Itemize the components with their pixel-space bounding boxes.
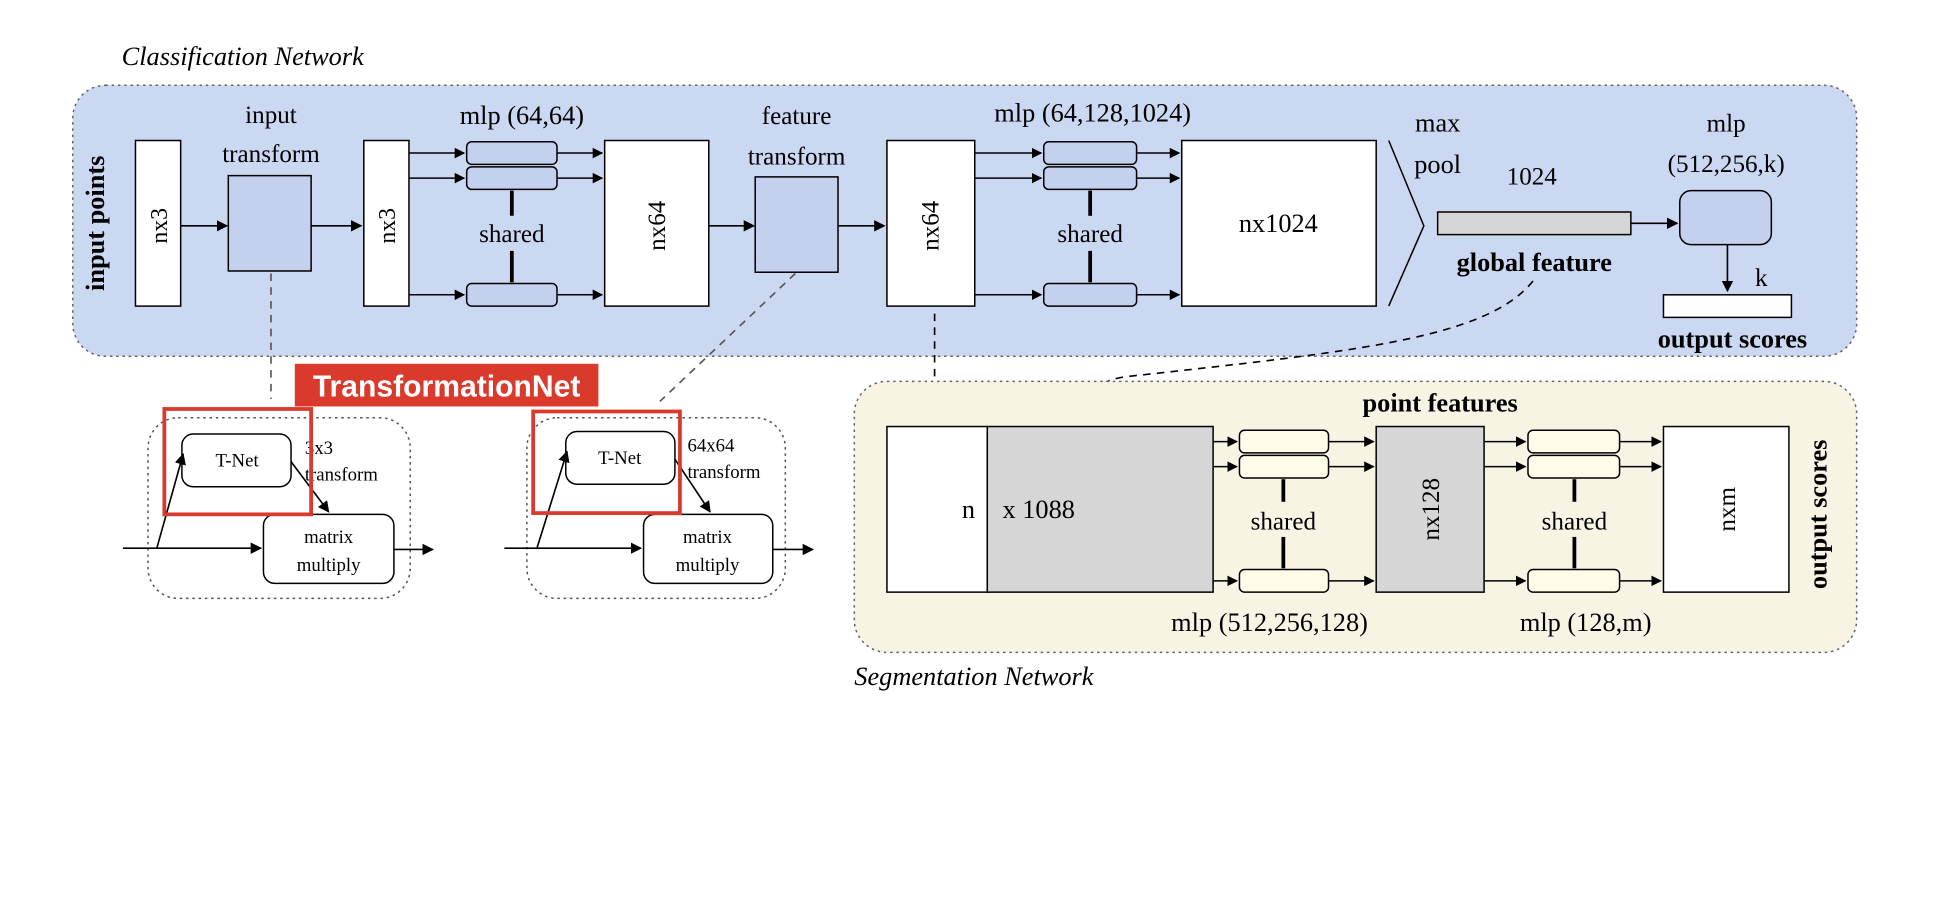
seg-mlp-a-label: mlp (512,256,128) [1171, 608, 1368, 637]
nxm-label: nxm [1714, 487, 1741, 532]
nx128-label: nx128 [1418, 478, 1445, 541]
link-global-feature [1080, 280, 1534, 411]
point-features-label: point features [1363, 388, 1518, 417]
n-box [886, 425, 989, 593]
mlp2-unit-3 [1042, 282, 1138, 307]
output-scores-vector [1662, 294, 1793, 319]
global-feature-label: global feature [1457, 248, 1612, 277]
output-scores-label: output scores [1658, 324, 1807, 353]
mlp1-unit-1 [465, 141, 558, 166]
seg-mlp1-unit-2 [1238, 454, 1330, 479]
transformationnet-label: TransformationNet [313, 370, 581, 403]
mlp3-box [1679, 189, 1773, 246]
tnet-left-transform-1: 3x3 [305, 438, 333, 459]
seg-mlp1-unit-1 [1238, 429, 1330, 454]
mlp3-label-1: mlp [1707, 111, 1746, 138]
feature-transform-box [754, 176, 839, 273]
tnet-right-transform-1: 64x64 [687, 436, 735, 457]
nx1024-label: nx1024 [1239, 209, 1318, 238]
seg-mlp-b-label: mlp (128,m) [1520, 608, 1652, 637]
input-nx3-box [134, 139, 182, 307]
tnet-right-branch-arrow [536, 450, 570, 549]
transformationnet-callout [294, 363, 599, 407]
tnet-left-panel [147, 416, 411, 600]
seg-mlp2-unit-1 [1527, 429, 1621, 454]
mlp3-label-2: (512,256,k) [1668, 151, 1785, 178]
n-label: n [962, 495, 975, 524]
k-label: k [1755, 265, 1768, 292]
mlp2-unit-2 [1042, 166, 1138, 191]
x1088-label: x 1088 [1003, 495, 1075, 524]
mlp-64-128-1024-label: mlp (64,128,1024) [994, 99, 1191, 128]
mlp1-unit-2 [465, 166, 558, 191]
tnet-left-transform-2: transform [305, 464, 378, 485]
seg-mlp1-shared-label: shared [1251, 508, 1317, 535]
maxpool-label-2: pool [1414, 150, 1461, 179]
nx1024-box [1180, 139, 1377, 307]
seg-mlp2-shared-label: shared [1542, 508, 1608, 535]
maxpool-label-1: max [1415, 109, 1460, 138]
input-points-label: input points [81, 156, 110, 291]
tnet-right-label: T-Net [598, 448, 642, 469]
nx64-box-a [603, 139, 710, 307]
transformed-nx3-label: nx3 [375, 208, 401, 244]
nx64-label-a: nx64 [644, 200, 671, 251]
seg-mlp2-unit-2 [1527, 454, 1621, 479]
tnet-left-branch-arrow [156, 453, 186, 549]
mlp2-shared-label: shared [1057, 221, 1123, 248]
input-transform-label-1: input [245, 102, 297, 129]
tnet-right-highlight [531, 409, 682, 515]
classification-title: Classification Network [122, 42, 365, 71]
tnet-left-highlight [162, 407, 313, 517]
mlp-64-64-label: mlp (64,64) [460, 101, 584, 130]
mlp1-shared-label: shared [479, 221, 545, 248]
matmul-right-1: matrix [683, 527, 733, 548]
mlp1-unit-3 [465, 282, 558, 307]
tnet-left-label: T-Net [216, 451, 260, 472]
nx128-box [1375, 425, 1485, 593]
seg-mlp1-unit-3 [1238, 568, 1330, 593]
transformed-nx3-box [363, 139, 410, 307]
input-transform-box [227, 174, 312, 272]
segmentation-title: Segmentation Network [854, 662, 1094, 691]
matmul-left-1: matrix [304, 527, 354, 548]
global-feature-vector [1436, 211, 1632, 236]
maxpool-shape [1388, 140, 1425, 307]
link-feature-transform [659, 272, 796, 403]
global-feature-dim: 1024 [1507, 163, 1558, 190]
matmul-right-2: multiply [676, 555, 740, 576]
seg-output-scores-label: output scores [1804, 440, 1833, 589]
matmul-left-2: multiply [297, 555, 361, 576]
tnet-right-transform-2: transform [687, 462, 760, 483]
mlp2-unit-1 [1042, 141, 1138, 166]
feature-transform-label-2: transform [748, 143, 846, 170]
nx64-box-b [886, 139, 976, 307]
input-nx3-label: nx3 [147, 208, 173, 244]
x1088-box [986, 425, 1214, 593]
input-transform-label-2: transform [222, 141, 320, 168]
nxm-box [1662, 425, 1790, 593]
feature-transform-label-1: feature [762, 103, 832, 130]
seg-mlp2-unit-3 [1527, 568, 1621, 593]
nx64-label-b: nx64 [917, 200, 944, 251]
diagram-svg: Classification Network input points nx3 … [72, 42, 1858, 691]
